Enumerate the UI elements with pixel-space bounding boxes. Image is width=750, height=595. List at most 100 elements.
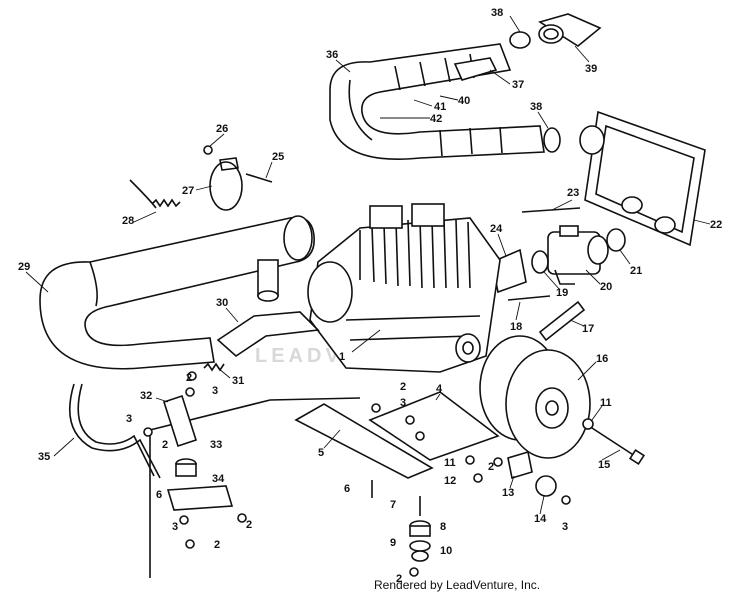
pin-18 — [507, 295, 551, 301]
washer-3d — [237, 513, 247, 523]
bracket-34 — [166, 485, 234, 511]
washer-2e — [185, 539, 195, 549]
washer-12 — [473, 473, 483, 483]
callout-2-c: 2 — [162, 439, 168, 451]
callout-38-top: 38 — [491, 7, 503, 19]
mount-plate-4 — [368, 391, 500, 461]
washer-2d — [187, 371, 197, 381]
washer-2a — [371, 403, 381, 413]
callout-3-a: 3 — [212, 385, 218, 397]
clamp-19 — [531, 250, 549, 274]
callout-32: 32 — [140, 390, 152, 402]
callout-41: 41 — [434, 101, 446, 113]
washer-2c — [493, 457, 503, 467]
callout-42: 42 — [430, 113, 442, 125]
callout-4: 4 — [436, 383, 443, 395]
nut-3 — [561, 495, 571, 505]
callout-2-b: 2 — [400, 381, 406, 393]
callout-3-b: 3 — [400, 397, 406, 409]
exhaust-tip-39 — [538, 13, 602, 47]
callout-30: 30 — [216, 297, 228, 309]
callout-3-d: 3 — [562, 521, 568, 533]
rail-5 — [294, 403, 434, 479]
clamp-27 — [209, 161, 243, 211]
callouts: 38 39 36 37 38 40 41 42 26 25 27 28 29 3… — [18, 7, 722, 585]
callout-14: 14 — [534, 513, 547, 525]
callout-20: 20 — [600, 281, 612, 293]
washer-3c — [179, 515, 189, 525]
callout-19: 19 — [556, 287, 568, 299]
callout-17: 17 — [582, 323, 594, 335]
nut-26 — [203, 145, 213, 155]
mount-14 — [535, 475, 557, 497]
callout-11-b: 11 — [444, 457, 456, 469]
carburetor-20 — [547, 225, 609, 285]
callout-9: 9 — [390, 537, 396, 549]
callout-35: 35 — [38, 451, 50, 463]
callout-23: 23 — [567, 187, 579, 199]
bolt-15-head — [628, 448, 646, 466]
callout-25: 25 — [272, 151, 284, 163]
spring-31 — [203, 362, 225, 372]
spring-28 — [129, 179, 181, 209]
clamp-38 — [543, 127, 561, 153]
engine-1 — [307, 203, 501, 373]
callout-6-b: 6 — [156, 489, 162, 501]
callout-2-a: 2 — [186, 372, 192, 384]
callout-8: 8 — [440, 521, 446, 533]
airbox-22 — [579, 110, 706, 247]
manifold-30 — [216, 311, 320, 358]
nut-11 — [465, 455, 475, 465]
callout-39: 39 — [585, 63, 597, 75]
pin-23 — [521, 207, 581, 213]
callout-6-a: 6 — [344, 483, 350, 495]
bracket-37 — [453, 57, 498, 81]
callout-31: 31 — [232, 375, 244, 387]
callout-3-e: 3 — [172, 521, 178, 533]
mount-33 — [175, 458, 197, 477]
mount-stack — [409, 496, 431, 577]
callout-21: 21 — [630, 265, 642, 277]
credit-text: Rendered by LeadVenture, Inc. — [374, 578, 541, 592]
callout-40: 40 — [458, 95, 470, 107]
callout-28: 28 — [122, 215, 134, 227]
callout-16: 16 — [596, 353, 608, 365]
callout-29: 29 — [18, 261, 30, 273]
callout-18: 18 — [510, 321, 522, 333]
washer-2b — [415, 431, 425, 441]
leader-lines — [25, 15, 711, 515]
washer-3a — [405, 415, 415, 425]
callout-36: 36 — [326, 49, 338, 61]
callout-13: 13 — [502, 487, 514, 499]
bolt-25 — [245, 173, 273, 183]
callout-34: 34 — [212, 473, 225, 485]
callout-27: 27 — [182, 185, 194, 197]
clamp-38-top — [509, 31, 531, 49]
callout-7: 7 — [390, 499, 396, 511]
callout-1: 1 — [339, 351, 345, 363]
callout-5: 5 — [318, 447, 324, 459]
washer-2f — [143, 427, 153, 437]
callout-3-c: 3 — [126, 413, 132, 425]
washer-3b — [185, 387, 195, 397]
clamp-tab-27 — [219, 157, 239, 171]
callout-12: 12 — [444, 475, 456, 487]
strap-35 — [68, 383, 161, 479]
bracket-32 — [162, 394, 198, 448]
washer-11 — [582, 418, 594, 430]
strap-35-inner — [77, 383, 155, 477]
callout-2-f: 2 — [214, 539, 220, 551]
clamp-21 — [606, 228, 626, 252]
callout-33: 33 — [210, 439, 222, 451]
flex-exhaust-pipe-36 — [329, 43, 545, 160]
callout-2-e: 2 — [246, 519, 252, 531]
callout-24: 24 — [490, 223, 503, 235]
frame-outline — [149, 397, 361, 578]
callout-37: 37 — [512, 79, 524, 91]
bolt-15 — [591, 427, 639, 459]
muffler-29 — [39, 215, 315, 370]
callout-11-a: 11 — [600, 397, 612, 409]
callout-10: 10 — [440, 545, 452, 557]
callout-26: 26 — [216, 123, 228, 135]
